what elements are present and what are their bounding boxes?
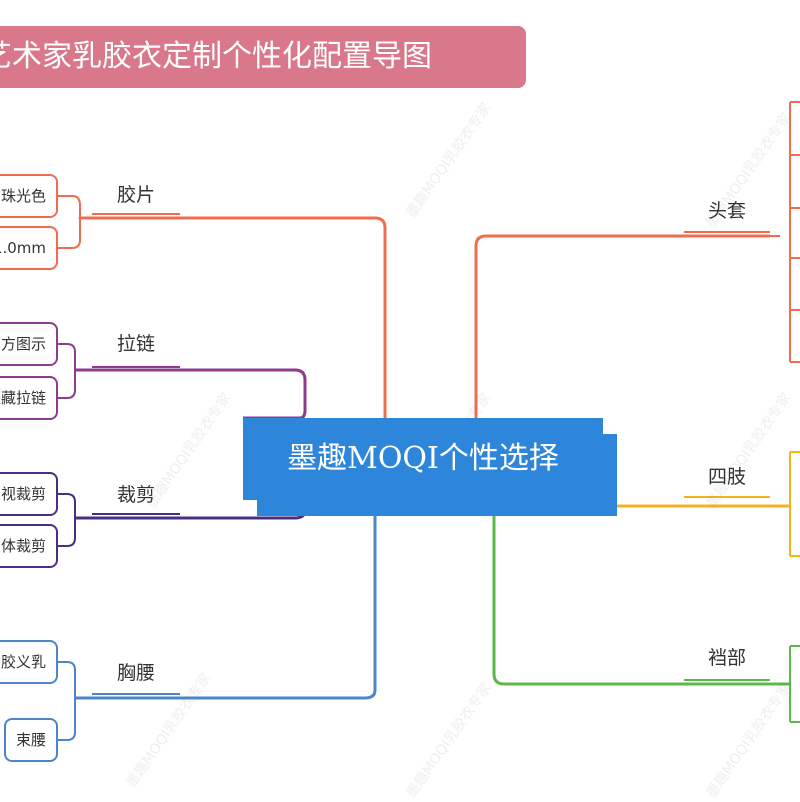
branch-label-toutao[interactable]: 头套 (707, 200, 747, 222)
branch-label-sizhi[interactable]: 四肢 (707, 466, 747, 488)
connector-caijian-leaf-2 (58, 518, 76, 547)
leaf-xiongyao-2[interactable]: 束腰 (4, 718, 58, 762)
branch-label-caijian[interactable]: 裁剪 (116, 484, 156, 506)
connector-lalian-leaf-2 (58, 370, 76, 399)
page-title: 艺术家乳胶衣定制个性化配置导图 (0, 26, 526, 88)
connector-jiaopian-leaf-2 (58, 218, 81, 249)
connector-xiongyao-leaf-1 (58, 661, 76, 698)
connector-kubu-bracket (789, 645, 800, 723)
connector-lalian-leaf-1 (58, 343, 76, 370)
branch-label-xiongyao[interactable]: 胸腰 (116, 662, 156, 684)
connector-kubu (492, 500, 790, 686)
leaf-lalian-1[interactable]: 方图示 (0, 322, 58, 366)
center-node[interactable]: 墨趣MOQI个性选择 (243, 418, 603, 500)
connector-sizhi (556, 500, 790, 508)
connector-xiongyao (75, 500, 377, 700)
branch-label-jiaopian[interactable]: 胶片 (116, 184, 156, 206)
connector-toutao (474, 234, 770, 418)
leaf-xiongyao-1[interactable]: 胶义乳 (0, 640, 58, 684)
connector-lalian (75, 368, 307, 420)
connector-caijian (75, 470, 307, 520)
leaf-caijian-2[interactable]: 体裁剪 (0, 524, 58, 568)
connector-sizhi-bracket (789, 451, 800, 557)
branch-label-lalian[interactable]: 拉链 (116, 333, 156, 355)
leaf-jiaopian-1[interactable]: 珠光色 (0, 174, 58, 218)
branch-label-kubu[interactable]: 裆部 (707, 647, 747, 669)
connector-caijian-leaf-1 (58, 493, 76, 518)
connector-jiaopian-leaf-1 (58, 195, 81, 218)
leaf-lalian-2[interactable]: 隐藏拉链 (0, 376, 58, 420)
connector-toutao-bracket (770, 101, 800, 363)
leaf-jiaopian-2[interactable]: 1.0mm (0, 226, 58, 270)
leaf-caijian-1[interactable]: 视裁剪 (0, 472, 58, 516)
connector-xiongyao-leaf-2 (58, 698, 76, 741)
connector-jiaopian (78, 216, 387, 420)
